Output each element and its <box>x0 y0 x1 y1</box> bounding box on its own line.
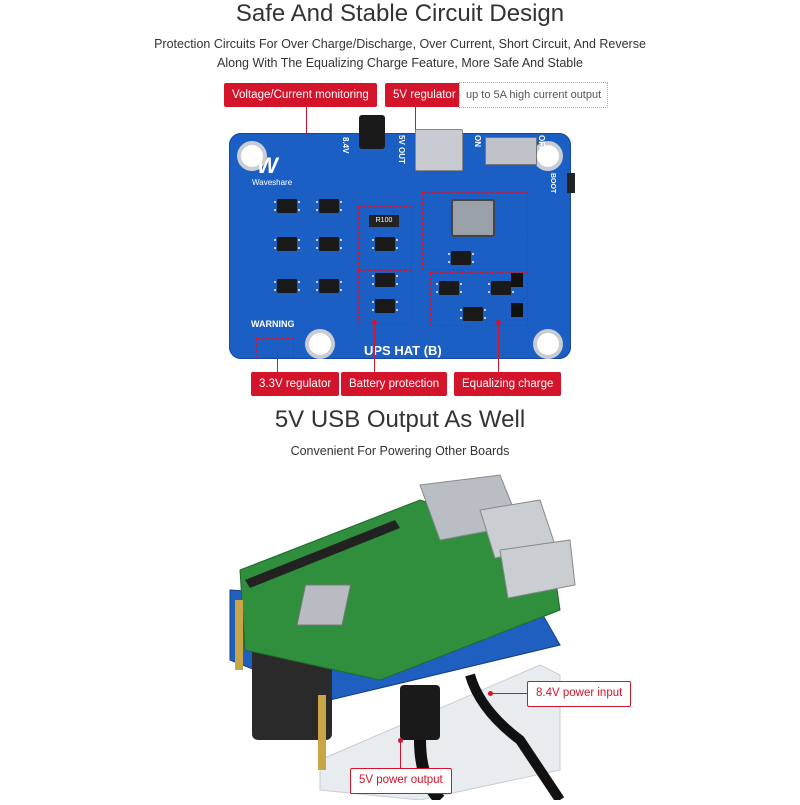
highlight-box-monitoring <box>358 206 412 270</box>
ic-chip <box>372 237 398 251</box>
board-name: UPS HAT (B) <box>364 343 442 358</box>
mount-hole <box>537 145 559 167</box>
connector-line <box>498 324 499 372</box>
usb-plug <box>400 685 440 740</box>
section-title-usb-output: 5V USB Output As Well <box>274 406 526 433</box>
ups-hat-board: W Waveshare WARNING UPS HAT (B) 8.4V 5V … <box>229 115 575 359</box>
mount-hole <box>537 333 559 355</box>
dc-power-cable <box>465 673 565 803</box>
dc-jack <box>359 115 385 149</box>
connector-dot <box>398 738 403 743</box>
ic-chip <box>274 237 300 251</box>
ic-chip <box>436 281 462 295</box>
mount-hole <box>241 145 263 167</box>
gpio-header <box>245 520 400 588</box>
highlight-box-equalizing <box>430 272 528 326</box>
highlight-box-battery <box>358 270 412 324</box>
label-5v-regulator: 5V regulator <box>385 83 464 107</box>
label-off: OFF <box>537 135 546 151</box>
ic-chip <box>274 199 300 213</box>
highlight-box-3-3v <box>256 338 294 358</box>
label-5v-power-output: 5V power output <box>350 768 452 794</box>
pi-stack-illustration <box>229 474 576 805</box>
standoff <box>318 695 326 770</box>
product-photo-raspberry-pi-stack <box>0 470 800 805</box>
ic-chip <box>460 307 486 321</box>
ic-chip <box>274 279 300 293</box>
connector-line <box>277 350 278 372</box>
ic-chip <box>372 273 398 287</box>
ic-chip <box>316 237 342 251</box>
usb-ports <box>499 539 576 599</box>
highlight-box-5v-regulator <box>422 192 528 270</box>
boot-button <box>567 173 575 193</box>
connector-line <box>490 693 528 694</box>
label-5v-regulator-note: up to 5A high current output <box>459 82 609 108</box>
shunt-resistor: R100 <box>369 215 399 227</box>
soc-chip <box>296 584 352 626</box>
battery-pack <box>252 645 332 740</box>
connector-line <box>400 740 401 768</box>
label-equalizing-charge: Equalizing charge <box>454 372 562 396</box>
ic-chip <box>316 199 342 213</box>
subtitle-line-2: Along With The Equalizing Charge Feature… <box>217 56 583 70</box>
label-boot: BOOT <box>549 173 556 194</box>
section-subtitle-circuit: Protection Circuits For Over Charge/Disc… <box>0 35 800 73</box>
section-subtitle-usb-output: Convenient For Powering Other Boards <box>290 444 510 458</box>
connector-dot <box>488 691 493 696</box>
standoff <box>235 600 243 670</box>
label-battery-protection: Battery protection <box>341 372 448 396</box>
label-3-3v-regulator: 3.3V regulator <box>251 372 340 396</box>
waveshare-logo: W <box>257 153 278 178</box>
brand-text: Waveshare <box>252 178 293 187</box>
component <box>511 273 523 287</box>
mount-hole <box>309 333 331 355</box>
label-voltage-current-monitoring: Voltage/Current monitoring <box>224 83 377 107</box>
component <box>511 303 523 317</box>
connector-dot <box>496 320 501 325</box>
section-title-circuit: Safe And Stable Circuit Design <box>235 0 565 27</box>
subtitle-line-1: Protection Circuits For Over Charge/Disc… <box>154 37 646 51</box>
label-8-4v-power-input: 8.4V power input <box>527 681 632 707</box>
label-8-4v: 8.4V <box>341 137 350 154</box>
connector-dot <box>372 320 377 325</box>
raspberry-pi-board <box>239 499 561 681</box>
connector-line <box>374 322 375 372</box>
label-5v-out: 5V OUT <box>397 135 406 164</box>
ic-chip <box>316 279 342 293</box>
label-on: ON <box>473 135 482 147</box>
ic-chip <box>372 299 398 313</box>
ic-chip <box>448 251 474 265</box>
usb-port <box>415 129 463 171</box>
warning-text: WARNING <box>251 319 295 329</box>
power-switch <box>485 137 537 165</box>
inductor <box>451 199 495 237</box>
